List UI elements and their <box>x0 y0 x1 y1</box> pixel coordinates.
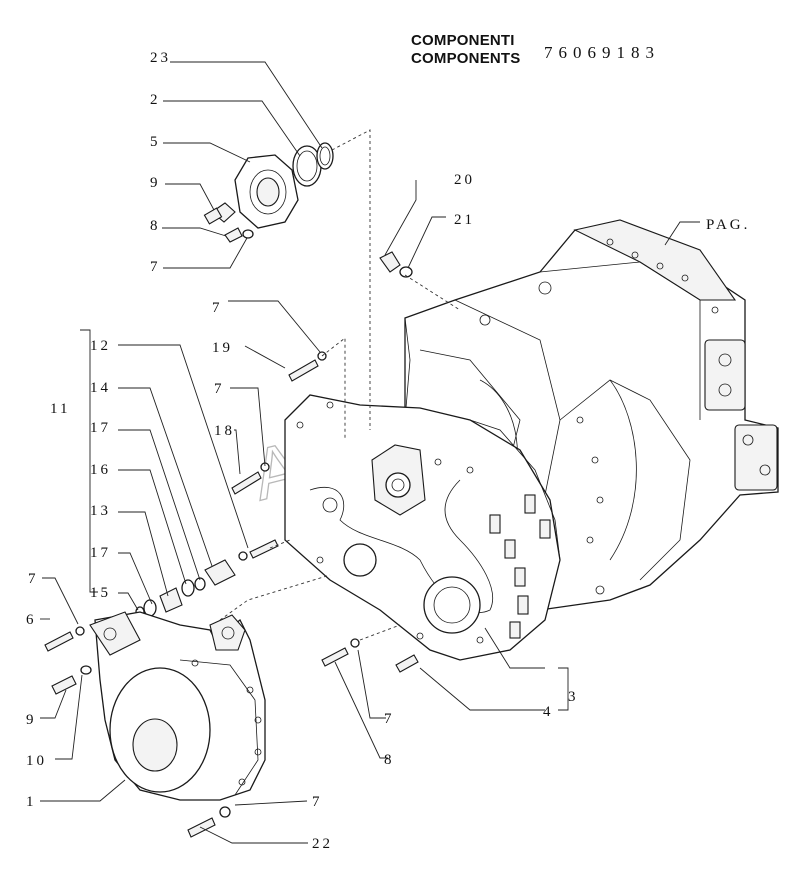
callout-7-top: 7 <box>150 259 161 275</box>
top-flange-assembly <box>203 142 334 243</box>
callout-4: 4 <box>543 704 554 720</box>
callout-9-top: 9 <box>150 175 161 191</box>
callout-15: 15 <box>90 585 111 601</box>
callout-pag: PAG. <box>706 217 750 233</box>
callout-6: 6 <box>26 612 37 628</box>
callout-7-f: 7 <box>384 711 395 727</box>
callout-18: 18 <box>214 423 235 439</box>
callout-3: 3 <box>568 689 579 705</box>
callout-10: 10 <box>26 753 47 769</box>
callout-17-a: 17 <box>90 420 111 436</box>
callout-9-bottom: 9 <box>26 712 37 728</box>
callout-17-b: 17 <box>90 545 111 561</box>
callout-21: 21 <box>454 212 475 228</box>
part-code: 76069183 <box>544 43 660 62</box>
callout-5: 5 <box>150 134 161 150</box>
callout-23: 23 <box>150 50 171 66</box>
callout-labels: 23 2 5 9 8 7 20 21 PAG. 7 19 12 14 11 7 … <box>26 50 750 852</box>
callout-8-bottom: 8 <box>384 752 395 768</box>
callout-19: 19 <box>212 340 233 356</box>
callout-12: 12 <box>90 338 111 354</box>
callout-11: 11 <box>50 401 70 417</box>
callout-16: 16 <box>90 462 111 478</box>
callout-2: 2 <box>150 92 161 108</box>
pump-housing <box>44 611 266 801</box>
leader-lines <box>40 61 700 844</box>
callout-7-e: 7 <box>312 794 323 810</box>
callout-1: 1 <box>26 794 37 810</box>
valve-stack <box>135 559 236 618</box>
callout-22: 22 <box>312 836 333 852</box>
callout-7-b: 7 <box>212 300 223 316</box>
callout-14: 14 <box>90 380 111 396</box>
callout-20: 20 <box>454 172 475 188</box>
callout-7-d: 7 <box>28 571 39 587</box>
plug-20-21 <box>379 251 413 278</box>
cover-plate <box>284 394 561 661</box>
callout-8-top: 8 <box>150 218 161 234</box>
callout-13: 13 <box>90 503 111 519</box>
header-title-en: COMPONENTS <box>411 50 521 67</box>
callout-7-c: 7 <box>214 381 225 397</box>
header-title-it: COMPONENTI <box>411 32 515 49</box>
bolts-center <box>187 351 419 838</box>
